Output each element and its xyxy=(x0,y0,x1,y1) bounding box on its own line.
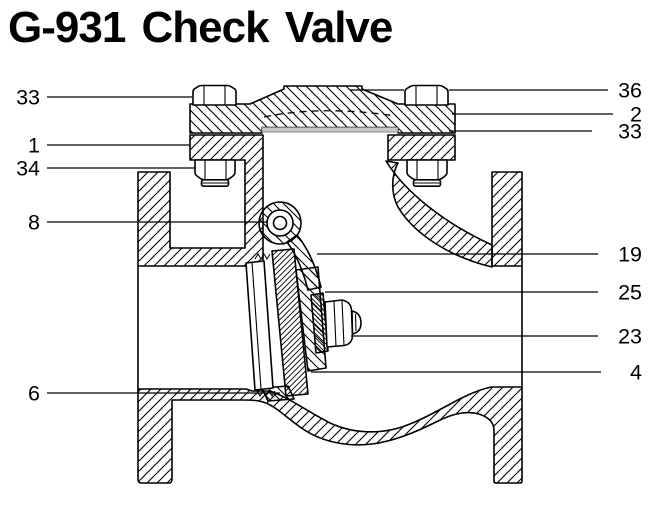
disc-nut xyxy=(324,299,362,348)
page-title: G-931 Check Valve xyxy=(8,3,393,52)
bonnet-nut-right xyxy=(406,159,448,187)
part-number-label-1: 1 xyxy=(28,134,40,158)
disc-nut-body xyxy=(324,299,354,348)
bonnet-cap xyxy=(189,85,456,134)
bonnet-bolt-right xyxy=(404,84,449,106)
part-number-label-33: 33 xyxy=(618,120,642,144)
disc-stud-end xyxy=(351,310,362,335)
outlet-flange-top xyxy=(491,171,523,267)
seat-ring-face-line xyxy=(251,261,262,390)
part-number-label-36: 36 xyxy=(618,79,642,103)
seat-thread-marks-bottom xyxy=(256,390,276,397)
part-number-label-4: 4 xyxy=(630,361,642,385)
disc xyxy=(271,248,309,397)
hidden-dome-line xyxy=(263,110,397,118)
part-number-label-25: 25 xyxy=(618,281,642,305)
body-inlet-upper-wall xyxy=(137,134,264,267)
seat-ring-section xyxy=(245,260,274,391)
disc-washer xyxy=(310,292,329,354)
body-bottom-wall-and-flanges xyxy=(137,386,523,484)
part-number-label-6: 6 xyxy=(28,382,40,406)
bonnet-bolt-left xyxy=(192,84,237,106)
part-number-label-23: 23 xyxy=(618,325,642,349)
part-number-label-8: 8 xyxy=(28,211,40,235)
part-number-label-34: 34 xyxy=(16,157,40,181)
part-number-label-33: 33 xyxy=(16,86,40,110)
part-number-label-19: 19 xyxy=(618,243,642,267)
bonnet-nut-left xyxy=(194,159,236,187)
bonnet-gasket xyxy=(261,127,399,133)
hinge-pin xyxy=(272,215,288,231)
body-bonnet-flange-right xyxy=(387,134,456,161)
seat-thread-marks-top xyxy=(254,253,271,260)
valve-body xyxy=(137,134,523,484)
part-number-label-2: 2 xyxy=(630,103,642,127)
seat-ring xyxy=(245,253,276,397)
